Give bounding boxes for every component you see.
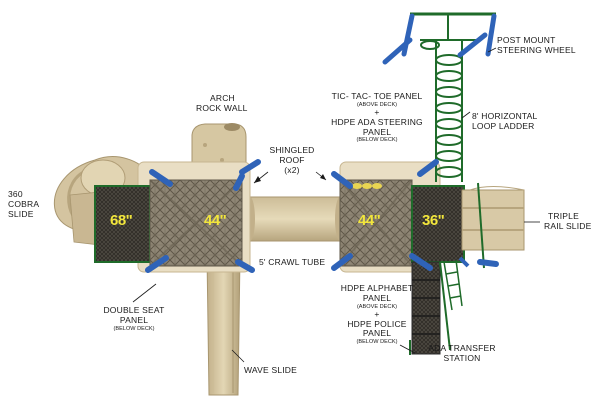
label-shingled-roof: SHINGLED ROOF (x2) xyxy=(266,145,318,175)
label-line: RAIL SLIDE xyxy=(544,220,592,231)
label-line: DOUBLE SEAT xyxy=(103,305,165,315)
label-line: 360 xyxy=(8,189,23,199)
label-line: COBRA xyxy=(8,198,40,209)
label-line: SHINGLED xyxy=(269,145,315,155)
tic-tac-toe-panel xyxy=(352,183,382,189)
label-line: PANEL xyxy=(119,314,149,325)
measure-right-inner: 44" xyxy=(358,212,381,229)
label-line: TRIPLE xyxy=(548,211,579,221)
wave-slide xyxy=(206,254,241,396)
crawl-tube xyxy=(245,196,345,242)
label-plus: + xyxy=(374,308,380,319)
right-deck-44 xyxy=(339,179,413,267)
label-sub: (ABOVE DECK) xyxy=(356,303,398,310)
right-deck-36 xyxy=(411,185,465,263)
label-tic-tac-toe-panel: TIC- TAC- TOE PANEL (ABOVE DECK) + HDPE … xyxy=(325,91,429,144)
label-line: ROOF xyxy=(279,154,305,165)
left-deck-44 xyxy=(149,179,243,267)
label-line: 8' HORIZONTAL xyxy=(472,111,538,121)
label-wave-slide: WAVE SLIDE xyxy=(244,360,297,378)
horizontal-loop-ladder xyxy=(435,40,463,182)
label-double-seat-panel: DOUBLE SEAT PANEL (BELOW DECK) xyxy=(98,305,170,332)
arrow-heads xyxy=(254,174,326,183)
post-mount-steering-wheel xyxy=(382,12,497,65)
label-line: PANEL xyxy=(362,126,392,137)
measure-left-inner: 44" xyxy=(204,212,227,229)
label-sub: (BELOW DECK) xyxy=(356,339,398,346)
label-ada-transfer-station: ADA TRANSFER STATION xyxy=(424,343,500,364)
label-line: 5' CRAWL TUBE xyxy=(259,257,326,267)
label-post-mount-steering-wheel: POST MOUNT STEERING WHEEL xyxy=(497,35,576,56)
label-line: ARCH xyxy=(210,93,235,103)
label-line: PANEL xyxy=(362,292,392,303)
label-line: TIC- TAC- TOE PANEL xyxy=(331,91,423,101)
blue-posts xyxy=(145,159,499,273)
label-line: STEERING WHEEL xyxy=(497,44,576,55)
label-triple-rail-slide: TRIPLE RAIL SLIDE xyxy=(544,211,592,232)
label-sub: (BELOW DECK) xyxy=(356,137,398,144)
label-crawl-tube: 5' CRAWL TUBE xyxy=(259,252,325,270)
label-line: HDPE POLICE xyxy=(347,318,407,329)
label-line: WAVE SLIDE xyxy=(244,365,298,375)
label-line: HDPE ALPHABET xyxy=(340,283,414,293)
label-line: LOOP LADDER xyxy=(472,120,535,131)
label-sub: (ABOVE DECK) xyxy=(356,101,398,108)
measure-right-outer: 36" xyxy=(422,212,445,229)
measure-left-outer: 68" xyxy=(110,212,133,229)
label-sub: (BELOW DECK) xyxy=(113,325,155,332)
label-arch-rock-wall: ARCH ROCK WALL xyxy=(196,93,248,114)
triple-rail-slide xyxy=(461,182,525,269)
label-alphabet-police-panel: HDPE ALPHABET PANEL (ABOVE DECK) + HDPE … xyxy=(340,283,414,346)
left-deck-68 xyxy=(94,185,151,263)
label-line: ROCK WALL xyxy=(196,102,248,113)
label-line: SLIDE xyxy=(8,208,34,219)
label-horizontal-loop-ladder: 8' HORIZONTAL LOOP LADDER xyxy=(472,111,538,132)
label-line: PANEL xyxy=(362,328,392,339)
side-ladder xyxy=(443,256,470,311)
label-line: POST MOUNT xyxy=(497,35,556,45)
label-line: STATION xyxy=(443,352,481,363)
ada-transfer-station xyxy=(409,261,451,355)
label-cobra-slide: 360 COBRA SLIDE xyxy=(8,189,40,219)
label-line: (x2) xyxy=(284,164,300,175)
label-line: HDPE ADA STEERING xyxy=(331,116,423,127)
label-line: ADA TRANSFER xyxy=(428,343,496,353)
label-plus: + xyxy=(374,107,380,118)
